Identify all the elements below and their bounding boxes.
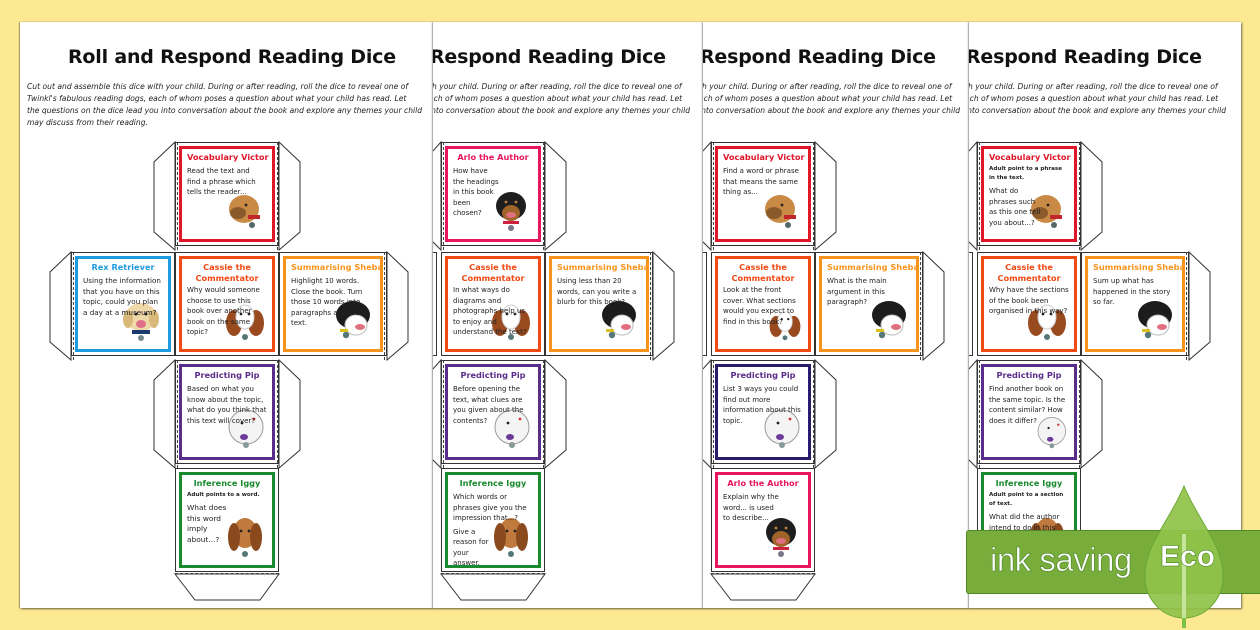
fold-line — [177, 360, 178, 468]
rottweiler-dog-icon — [766, 518, 796, 557]
dice-face-vocabulary-victor: Vocabulary Victor Adult point to a phras… — [977, 142, 1081, 246]
collie-dog-icon — [872, 301, 906, 339]
glue-tabs — [433, 140, 675, 601]
dice-face-arlo-the-author — [969, 252, 973, 356]
fold-line — [443, 142, 444, 250]
fold-line — [1186, 252, 1187, 360]
dice-face-cassie-the-commentator: Cassie the Commentator Why have the sect… — [977, 252, 1081, 356]
dice-face-predicting-pip: Predicting Pip Before opening the text, … — [441, 360, 545, 464]
fold-line — [543, 360, 544, 468]
collie-dog-icon — [1138, 301, 1172, 339]
fold-line — [277, 360, 278, 468]
fold-line — [650, 252, 651, 360]
dice-net: Vocabulary Victor Find a word or phrase … — [703, 22, 969, 608]
airedale-dog-icon — [765, 195, 796, 228]
spitz-dog-icon — [764, 409, 800, 448]
dice-face-cassie-the-commentator: Cassie the Commentator In what ways do d… — [441, 252, 545, 356]
dice-face-summarising-sheba: Summarising Sheba Using less than 20 wor… — [545, 252, 653, 356]
page-title: Roll and Respond Reading Dice — [68, 46, 396, 68]
spaniel-dog-icon — [492, 304, 530, 340]
fold-line — [177, 142, 178, 250]
dice-face-summarising-sheba: Summarising Sheba Sum up what has happen… — [1081, 252, 1189, 356]
fold-line — [713, 360, 714, 468]
spitz-dog-icon — [228, 409, 264, 448]
glue-tabs — [49, 140, 409, 601]
airedale-dog-icon — [1031, 195, 1062, 228]
dice-face-predicting-pip: Predicting Pip List 3 ways you could fin… — [711, 360, 815, 464]
page-title: Respond Reading Dice — [703, 46, 936, 68]
fold-line — [979, 142, 980, 250]
fold-line — [813, 142, 814, 250]
fold-line — [441, 573, 545, 574]
bloodhound-dog-icon — [494, 518, 528, 557]
dice-face-inference-iggy: Inference Iggy Which words or phrases gi… — [441, 468, 545, 572]
dice-face-predicting-pip: Predicting Pip Based on what you know ab… — [175, 360, 279, 464]
dice-face-arlo-the-author: Arlo the Author Explain why the word... … — [711, 468, 815, 572]
dice-face-vocabulary-victor: Vocabulary Victor Read the text and find… — [175, 142, 279, 246]
intro-text: th your child. During or after reading, … — [433, 82, 691, 115]
fold-line — [73, 252, 74, 360]
spaniel-dog-icon — [226, 304, 264, 340]
dice-face-rex-retriever: Rex Retriever Using the information that… — [71, 252, 175, 356]
intro-text: Cut out and assemble this dice with your… — [27, 82, 423, 127]
leaf-drop-icon — [1144, 484, 1224, 628]
page-title: Respond Reading Dice — [433, 46, 666, 68]
dice-face-arlo-the-author: Arlo the Author How have the headings in… — [441, 142, 545, 246]
intro-text: th your child. During or after reading, … — [703, 82, 961, 115]
dice-face-cassie-the-commentator: Cassie the Commentator Look at the front… — [711, 252, 815, 356]
page-title: Respond Reading Dice — [969, 46, 1202, 68]
fold-line — [277, 142, 278, 250]
worksheet-page-2: Respond Reading Dice th your child. Duri… — [433, 22, 703, 608]
dice-face-rex-retriever — [703, 252, 707, 356]
dice-net: Arlo the Author How have the headings in… — [433, 22, 703, 608]
ink-saving-label: ink saving — [990, 541, 1133, 579]
dice-face-rex-retriever — [433, 252, 437, 356]
worksheet-page-1: Roll and Respond Reading Dice Cut out an… — [20, 22, 433, 608]
dice-face-inference-iggy: Inference Iggy Adult points to a word. W… — [175, 468, 279, 572]
collie-dog-icon — [336, 301, 370, 339]
worksheet-page-3: Respond Reading Dice th your child. Duri… — [703, 22, 969, 608]
intro-text: th your child. During or after reading, … — [969, 82, 1227, 115]
glue-tabs — [703, 140, 945, 601]
spitz-dog-icon — [494, 409, 530, 448]
fold-line — [1079, 360, 1080, 468]
eco-badge-label: Eco — [1160, 540, 1216, 574]
fold-line — [713, 142, 714, 250]
dice-face-vocabulary-victor: Vocabulary Victor Find a word or phrase … — [711, 142, 815, 246]
dice-net: Vocabulary Victor Read the text and find… — [20, 22, 433, 608]
airedale-dog-icon — [229, 195, 260, 228]
spaniel-dog-icon — [769, 311, 801, 341]
dice-face-cassie-the-commentator: Cassie the Commentator Why would someone… — [175, 252, 279, 356]
fold-line — [920, 252, 921, 360]
spaniel-dog-icon — [1028, 304, 1066, 340]
spitz-dog-icon — [1037, 417, 1066, 449]
fold-line — [543, 142, 544, 250]
fold-line — [384, 252, 385, 360]
rottweiler-dog-icon — [496, 192, 526, 231]
dice-face-summarising-sheba: Summarising Sheba What is the main argum… — [815, 252, 923, 356]
collie-dog-icon — [602, 301, 636, 339]
fold-line — [979, 360, 980, 468]
fold-line — [443, 360, 444, 468]
dice-face-predicting-pip: Predicting Pip Find another book on the … — [977, 360, 1081, 464]
fold-line — [813, 360, 814, 468]
bloodhound-dog-icon — [228, 518, 262, 557]
fold-line — [1079, 142, 1080, 250]
fold-line — [175, 573, 279, 574]
fold-line — [711, 573, 815, 574]
dice-face-summarising-sheba: Summarising Sheba Highlight 10 words. Cl… — [279, 252, 387, 356]
golden-retriever-dog-icon — [123, 303, 159, 341]
